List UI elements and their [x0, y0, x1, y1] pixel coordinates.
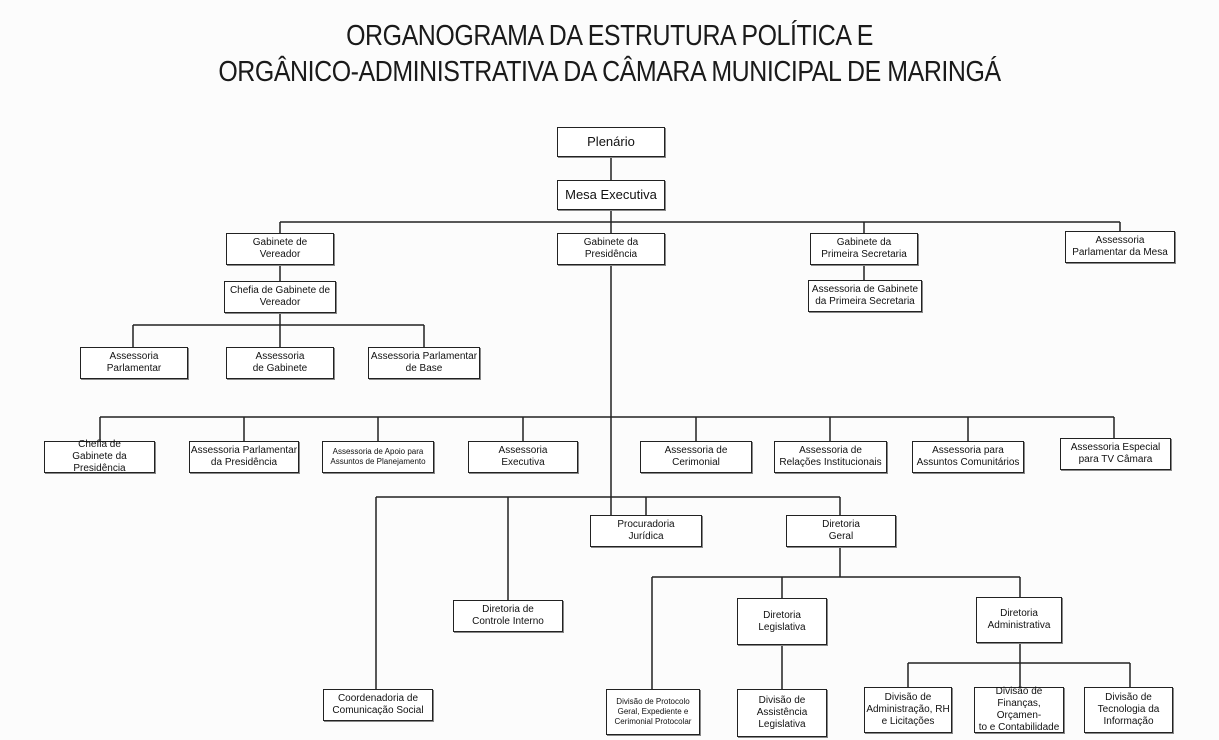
- node-diretoria-legislativa: Diretoria Legislativa: [737, 598, 827, 645]
- node-coordenadoria-comunicacao-social: Coordenadoria de Comunicação Social: [323, 689, 433, 721]
- node-assessoria-parlamentar: Assessoria Parlamentar: [80, 347, 188, 379]
- node-divisao-assistencia-legislativa: Divisão de Assistência Legislativa: [737, 689, 827, 737]
- node-assessoria-apoio-planejamento: Assessoria de Apoio para Assuntos de Pla…: [322, 441, 434, 473]
- node-assessoria-relacoes-institucionais: Assessoria de Relações Institucionais: [774, 441, 887, 473]
- node-procuradoria-juridica: Procuradoria Jurídica: [590, 515, 702, 547]
- node-plenario: Plenário: [557, 127, 665, 157]
- title-line-1: ORGANOGRAMA DA ESTRUTURA POLÍTICA E: [346, 20, 873, 52]
- node-gabinete-primeira-secretaria: Gabinete da Primeira Secretaria: [810, 233, 918, 265]
- node-assessoria-executiva: Assessoria Executiva: [468, 441, 578, 473]
- node-assessoria-gabinete: Assessoria de Gabinete: [226, 347, 334, 379]
- node-divisao-administracao: Divisão de Administração, RH e Licitaçõe…: [864, 687, 952, 733]
- node-diretoria-geral: Diretoria Geral: [786, 515, 896, 547]
- node-diretoria-controle-interno: Diretoria de Controle Interno: [453, 600, 563, 632]
- node-gabinete-vereador: Gabinete de Vereador: [226, 233, 334, 265]
- node-assessoria-tv-camara: Assessoria Especial para TV Câmara: [1060, 438, 1171, 470]
- node-assessoria-gabinete-primeira-secretaria: Assessoria de Gabinete da Primeira Secre…: [808, 280, 922, 312]
- node-assessoria-cerimonial: Assessoria de Cerimonial: [640, 441, 752, 473]
- node-diretoria-administrativa: Diretoria Administrativa: [976, 597, 1062, 643]
- node-divisao-protocolo: Divisão de Protocolo Geral, Expediente e…: [606, 689, 700, 735]
- node-assessoria-parlamentar-base: Assessoria Parlamentar de Base: [368, 347, 480, 379]
- node-assessoria-parlamentar-presidencia: Assessoria Parlamentar da Presidência: [189, 441, 299, 473]
- node-divisao-tecnologia-informacao: Divisão de Tecnologia da Informação: [1084, 687, 1173, 733]
- node-divisao-financas: Divisão de Finanças, Orçamen- to e Conta…: [974, 686, 1064, 733]
- node-mesa-executiva: Mesa Executiva: [557, 180, 665, 210]
- node-chefia-gabinete-presidencia: Chefia de Gabinete da Presidência: [44, 439, 155, 474]
- node-assessoria-parlamentar-mesa: Assessoria Parlamentar da Mesa: [1065, 231, 1175, 263]
- title-line-2: ORGÂNICO-ADMINISTRATIVA DA CÂMARA MUNICI…: [218, 56, 1001, 88]
- node-chefia-gabinete-vereador: Chefia de Gabinete de Vereador: [224, 281, 336, 313]
- node-assessoria-assuntos-comunitarios: Assessoria para Assuntos Comunitários: [912, 441, 1024, 473]
- node-gabinete-presidencia: Gabinete da Presidência: [557, 233, 665, 265]
